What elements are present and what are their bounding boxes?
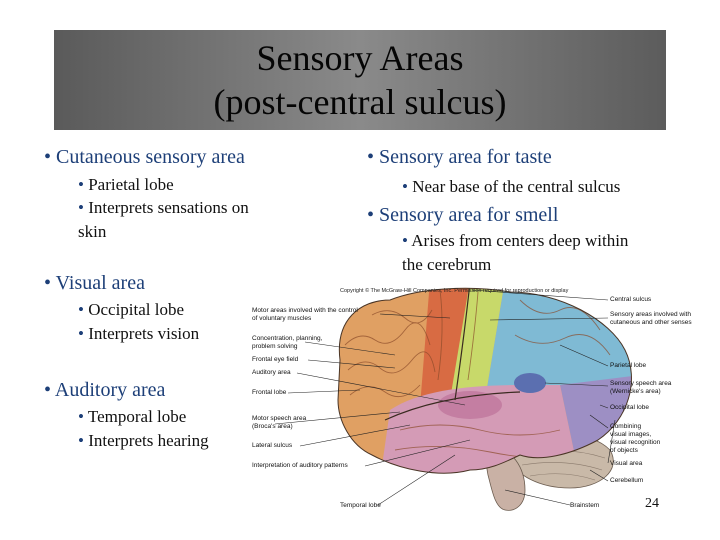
sub-bullet-text: Near base of the central sulcus xyxy=(412,177,621,196)
title-line-1: Sensory Areas xyxy=(256,38,464,78)
sub-bullet: • Temporal lobe xyxy=(78,407,187,426)
sub-bullet: • Near base of the central sulcus xyxy=(402,177,621,196)
sub-bullet-text: Arises from centers deep within xyxy=(411,231,629,250)
sub-bullet-text: Parietal lobe xyxy=(88,175,174,194)
sub-bullet-text: Temporal lobe xyxy=(87,407,187,426)
bullet-smell: • Sensory area for smell xyxy=(367,204,559,226)
bullet-cutaneous-text: Cutaneous sensory area xyxy=(56,146,245,168)
title-banner: Sensory Areas (post-central sulcus) xyxy=(54,30,666,130)
label-central-sulcus: Central sulcus xyxy=(610,296,652,303)
page-number: 24 xyxy=(645,496,659,511)
sub-bullet-continuation: skin xyxy=(78,222,107,241)
sub-bullet: • Arises from centers deep within xyxy=(402,231,629,250)
bullet-taste: • Sensory area for taste xyxy=(367,146,552,168)
label-occipital-lobe: Occipital lobe xyxy=(610,404,650,411)
sub-bullet-text: Interprets hearing xyxy=(88,431,209,450)
label-interpretation-auditory: Interpretation of auditory patterns xyxy=(252,462,348,469)
bullet-taste-text: Sensory area for taste xyxy=(379,146,552,168)
sub-bullet: • Parietal lobe xyxy=(78,175,174,194)
bullet-visual-text: Visual area xyxy=(55,272,145,294)
sub-bullet-continuation: the cerebrum xyxy=(402,255,492,274)
label-temporal-lobe: Temporal lobe xyxy=(340,502,381,509)
auditory-area-shape xyxy=(438,391,502,419)
bullet-smell-text: Sensory area for smell xyxy=(379,204,559,226)
label-frontal-lobe: Frontal lobe xyxy=(252,389,287,396)
bullet-auditory-text: Auditory area xyxy=(54,379,166,401)
sub-bullet-text: Occipital lobe xyxy=(88,300,185,319)
label-broca: Motor speech area(Broca's area) xyxy=(252,415,307,430)
sensory-strip-shape xyxy=(450,288,505,400)
label-visual-area: Visual area xyxy=(610,460,643,467)
label-auditory-area: Auditory area xyxy=(252,369,291,376)
temporal-lobe-shape xyxy=(380,385,580,474)
wernicke-area-shape xyxy=(514,373,546,393)
label-cerebellum: Cerebellum xyxy=(610,477,644,484)
sub-bullet-text: Interprets sensations on xyxy=(88,198,249,217)
sub-bullet: • Occipital lobe xyxy=(78,300,185,319)
label-parietal-lobe: Parietal lobe xyxy=(610,362,647,369)
bullet-cutaneous: • Cutaneous sensory area xyxy=(44,146,245,168)
bullet-auditory: • Auditory area xyxy=(44,379,166,401)
copyright-notice: Copyright © The McGraw-Hill Companies, I… xyxy=(340,288,569,294)
label-frontal-eye-field: Frontal eye field xyxy=(252,356,299,363)
sub-bullet: • Interprets vision xyxy=(78,324,200,343)
title-line-2: (post-central sulcus) xyxy=(213,82,507,122)
bullet-visual: • Visual area xyxy=(44,272,145,294)
label-brainstem: Brainstem xyxy=(570,502,600,509)
label-concentration: Concentration, planning,problem solving xyxy=(252,335,323,350)
sub-bullet-text: Interprets vision xyxy=(88,324,200,343)
sub-bullet: • Interprets hearing xyxy=(78,431,209,450)
sub-bullet: • Interprets sensations on xyxy=(78,198,249,217)
label-lateral-sulcus: Lateral sulcus xyxy=(252,442,293,449)
label-wernicke: Sensory speech area(Wernicke's area) xyxy=(610,380,672,395)
